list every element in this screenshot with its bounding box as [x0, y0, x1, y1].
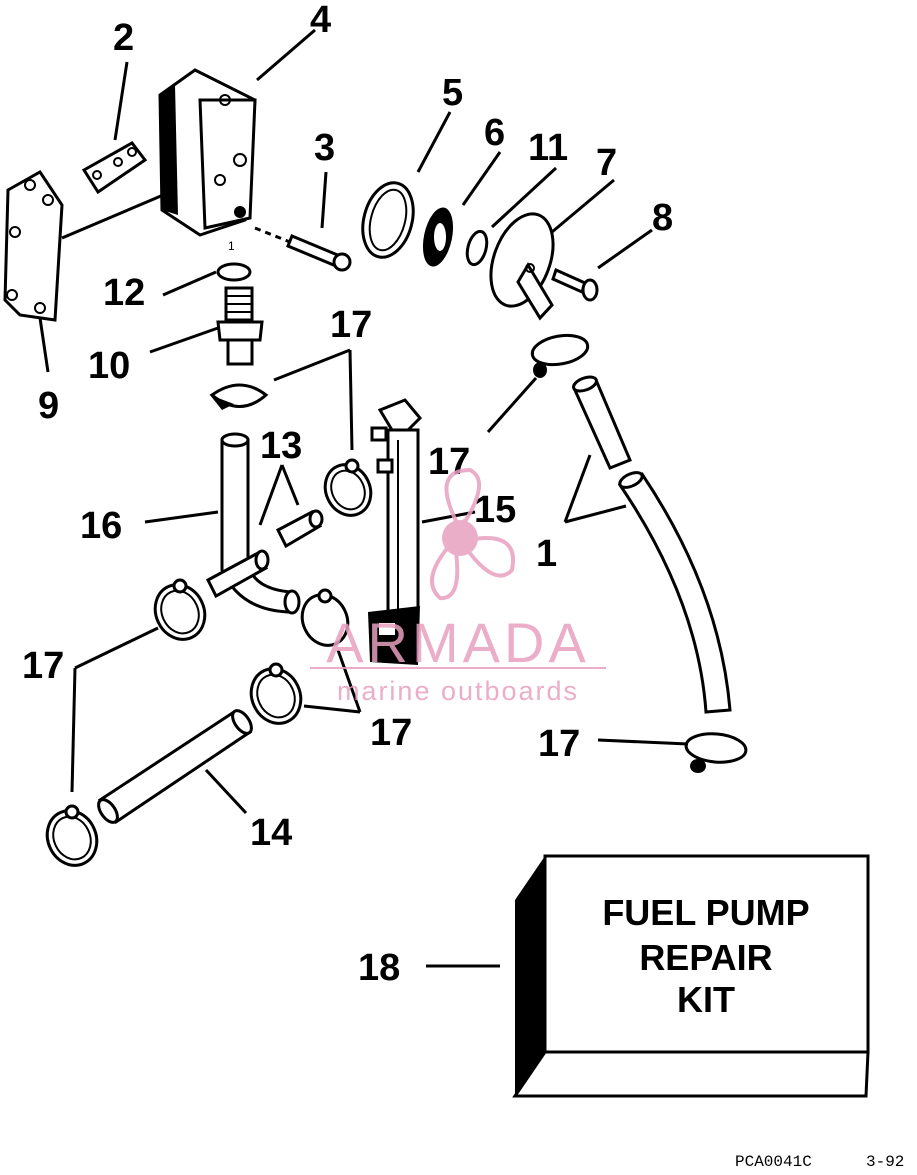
figure-date: 3-92: [866, 1153, 904, 1170]
callout-9: 9: [38, 385, 59, 427]
clamp-17-h: [684, 732, 748, 773]
part-1-hose-short: [571, 375, 632, 470]
watermark-brand: ARMADA: [326, 611, 590, 674]
leader-lines: [38, 28, 689, 968]
part-2-gasket: [81, 141, 148, 195]
part-10-fitting: [216, 286, 264, 366]
kit-line-3: KIT: [677, 979, 735, 1020]
callout-1: 1: [536, 533, 557, 575]
svg-text:1: 1: [228, 239, 235, 253]
callout-17-lower-right: 17: [538, 723, 580, 765]
callout-3: 3: [314, 127, 335, 169]
watermark-tagline: marine outboards: [337, 676, 579, 706]
kit-line-1: FUEL PUMP: [602, 892, 809, 933]
part-5-o-ring: [361, 181, 415, 259]
callout-15: 15: [474, 489, 516, 531]
part-6-diaphragm: [422, 207, 454, 267]
clamp-17-f: [249, 662, 303, 725]
callout-4: 4: [310, 0, 331, 41]
callout-16: 16: [80, 505, 122, 547]
callout-6: 6: [484, 112, 505, 154]
callout-2: 2: [113, 17, 134, 59]
callout-14: 14: [250, 812, 292, 854]
part-15-filter: [368, 398, 423, 665]
callout-12: 12: [103, 272, 145, 314]
callout-11: 11: [528, 127, 568, 169]
part-7-cover: [489, 212, 555, 321]
part-14-hose: [97, 709, 253, 825]
armada-watermark: ARMADA marine outboards: [310, 467, 606, 706]
callout-17-left: 17: [22, 645, 64, 687]
clamp-17-b: [323, 458, 373, 517]
clamp-17-g: [45, 804, 99, 867]
callout-labels: 2 4 3 5 6 11 7 8 12 10 9 17 17 13 16 15 …: [22, 0, 673, 989]
callout-10: 10: [88, 345, 130, 387]
callout-17-center: 17: [370, 712, 412, 754]
clamp-17-a: [209, 383, 269, 410]
part-8-screw: [551, 267, 599, 302]
part-3-screw: [254, 226, 352, 272]
part-13-tubes: [206, 509, 324, 599]
part-18-repair-kit: FUEL PUMP REPAIR KIT: [512, 854, 870, 1098]
callout-5: 5: [442, 72, 463, 114]
callout-17-top: 17: [330, 304, 372, 346]
part-1-hose-long: [617, 471, 732, 714]
callout-18: 18: [358, 947, 400, 989]
figure-code: PCA0041C: [735, 1153, 812, 1170]
propeller-logo: [430, 467, 516, 601]
part-12-washer: [216, 262, 252, 282]
callout-13: 13: [260, 425, 302, 467]
kit-line-2: REPAIR: [639, 937, 772, 978]
part-4-pump-body: 1: [158, 68, 257, 253]
clamp-17-c: [530, 333, 590, 378]
callout-8: 8: [652, 197, 673, 239]
callout-7: 7: [596, 142, 617, 184]
part-9-gasket: [3, 170, 64, 322]
clamp-17-d: [153, 578, 207, 641]
clamp-17-e: [300, 588, 350, 647]
part-11-seal: [465, 229, 489, 267]
connector-line: [61, 188, 176, 240]
